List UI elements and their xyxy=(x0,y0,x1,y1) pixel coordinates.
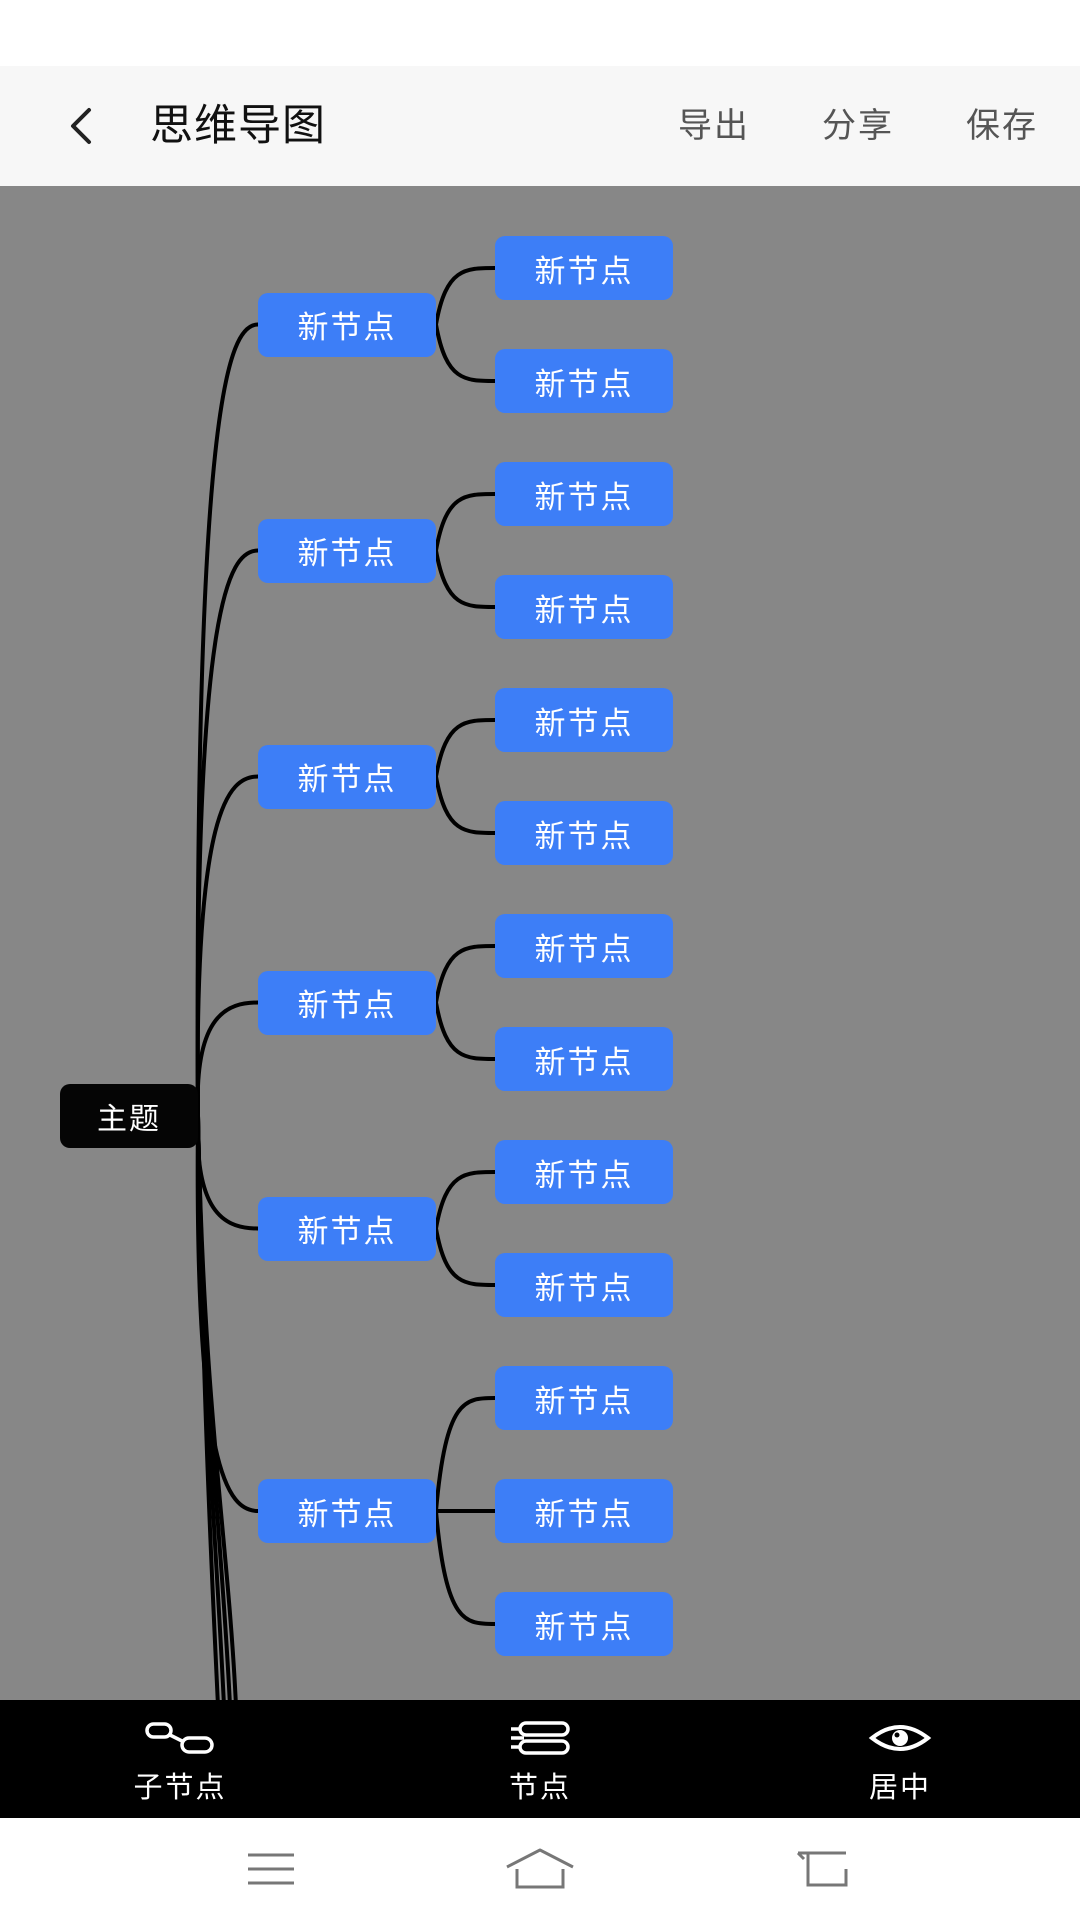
mindmap-leaf-node[interactable]: 新节点 xyxy=(495,801,673,865)
share-button[interactable]: 分享 xyxy=(822,106,894,146)
mindmap-leaf-node[interactable]: 新节点 xyxy=(495,1366,673,1430)
connector-branch-child xyxy=(434,1228,496,1287)
home-icon xyxy=(506,1848,574,1889)
mindmap-connectors xyxy=(195,266,496,1700)
connector-branch-child xyxy=(434,266,496,325)
page-title: 思维导图 xyxy=(150,101,326,151)
connector-branch-child xyxy=(434,1396,496,1512)
system-nav-bar xyxy=(0,1818,1080,1920)
mindmap-leaf-node[interactable]: 新节点 xyxy=(495,462,673,526)
mindmap-branch-node[interactable]: 新节点 xyxy=(258,292,436,357)
connector-branch-child xyxy=(434,1002,496,1061)
connector-branch-child xyxy=(434,776,496,835)
app-header: 思维导图 导出 分享 保存 xyxy=(0,66,1080,186)
mindmap-leaf-node[interactable]: 新节点 xyxy=(495,1140,673,1204)
connector-branch-child xyxy=(434,492,496,551)
chevron-left-icon xyxy=(71,108,91,144)
home-button[interactable] xyxy=(490,1838,590,1900)
add-node-button[interactable]: 节点 xyxy=(440,1700,640,1818)
mindmap-leaf-node[interactable]: 新节点 xyxy=(495,1027,673,1091)
mindmap-leaf-node[interactable]: 新节点 xyxy=(495,349,673,413)
connector-branch-child xyxy=(434,324,496,383)
connector-branch-child xyxy=(434,1510,496,1626)
mindmap-branch-node[interactable]: 新节点 xyxy=(258,744,436,809)
add-child-node-label: 子节点 xyxy=(133,1770,227,1804)
bottom-toolbar: 子节点 节点 居中 xyxy=(0,1700,1080,1818)
mindmap-leaf-node[interactable]: 新节点 xyxy=(495,1592,673,1656)
connector-root-branch xyxy=(195,774,259,1117)
mindmap-root-node[interactable]: 主题 xyxy=(60,1084,198,1148)
mindmap-branch-node[interactable]: 新节点 xyxy=(258,970,436,1035)
mindmap-leaf-node[interactable]: 新节点 xyxy=(495,236,673,300)
mindmap-leaf-node[interactable]: 新节点 xyxy=(495,1479,673,1543)
status-bar xyxy=(0,0,1080,66)
mindmap-canvas[interactable]: 新节点新节点新节点新节点新节点新节点新节点新节点新节点新节点新节点新节点新节点新… xyxy=(0,186,1080,1700)
center-view-button[interactable]: 居中 xyxy=(800,1700,1000,1818)
mindmap-leaf-node[interactable]: 新节点 xyxy=(495,1253,673,1317)
center-view-label: 居中 xyxy=(868,1770,931,1804)
connector-root-offscreen xyxy=(196,1115,238,1700)
connector-branch-child xyxy=(434,944,496,1003)
save-button[interactable]: 保存 xyxy=(966,106,1038,146)
mindmap-leaf-node[interactable]: 新节点 xyxy=(495,914,673,978)
recent-apps-button[interactable] xyxy=(221,1838,321,1900)
mindmap-branch-node[interactable]: 新节点 xyxy=(258,1479,436,1543)
connector-branch-child xyxy=(434,718,496,777)
system-back-button[interactable] xyxy=(772,1838,872,1900)
connector-root-branch xyxy=(195,1115,259,1231)
connector-root-branch xyxy=(195,548,259,1117)
sibling-node-icon xyxy=(511,1721,570,1755)
connector-branch-child xyxy=(434,1170,496,1229)
connector-branch-child xyxy=(434,550,496,609)
add-child-node-button[interactable]: 子节点 xyxy=(80,1700,280,1818)
mindmap-branch-node[interactable]: 新节点 xyxy=(258,518,436,583)
back-arrow-icon xyxy=(796,1851,848,1887)
add-node-label: 节点 xyxy=(508,1770,571,1804)
child-node-icon xyxy=(145,1722,214,1754)
back-button[interactable] xyxy=(50,96,110,156)
connector-root-branch xyxy=(195,1000,259,1117)
export-button[interactable]: 导出 xyxy=(678,106,750,146)
menu-icon xyxy=(248,1853,294,1885)
mindmap-branch-node[interactable]: 新节点 xyxy=(258,1196,436,1261)
eye-icon xyxy=(868,1725,932,1751)
mindmap-leaf-node[interactable]: 新节点 xyxy=(495,688,673,752)
mindmap-leaf-node[interactable]: 新节点 xyxy=(495,575,673,639)
